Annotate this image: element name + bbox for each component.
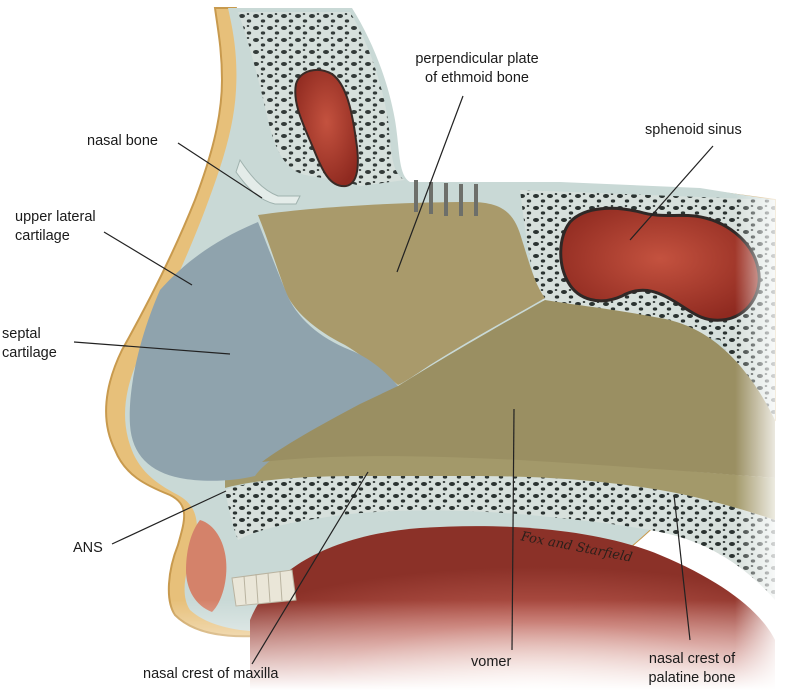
label-septal-cartilage: septal cartilage xyxy=(2,325,57,363)
label-perpendicular-plate-line2: of ethmoid bone xyxy=(425,70,529,86)
label-septal-cartilage-line2: cartilage xyxy=(2,345,57,361)
vomer-region xyxy=(262,300,775,478)
leader-nasal-bone xyxy=(177,142,263,199)
label-upper-lateral-cartilage-line1: upper lateral xyxy=(15,209,96,225)
upper-lip-tissue xyxy=(186,520,227,612)
label-nasal-crest-maxilla: nasal crest of maxilla xyxy=(143,666,279,682)
leader-nasal-crest-maxilla xyxy=(251,471,369,665)
leader-septal-cartilage xyxy=(73,341,231,355)
label-perpendicular-plate-line1: perpendicular plate xyxy=(415,51,539,67)
leader-nasal-crest-palatine xyxy=(673,494,691,641)
label-septal-cartilage-line1: septal xyxy=(2,326,41,342)
label-nasal-crest-palatine-line1: nasal crest of xyxy=(648,651,736,667)
leader-upper-lateral-cartilage xyxy=(103,231,193,286)
sphenoid-sinus-cavity xyxy=(559,206,761,322)
leader-ans xyxy=(111,490,227,545)
label-nasal-crest-palatine-line2: palatine bone xyxy=(648,670,736,686)
leader-perpendicular-plate xyxy=(396,95,464,273)
label-perpendicular-plate: perpendicular plate of ethmoid bone xyxy=(392,50,562,88)
septal-cartilage-region xyxy=(129,222,398,481)
perpendicular-plate-region xyxy=(258,202,545,385)
label-sphenoid-sinus: sphenoid sinus xyxy=(645,122,742,138)
nasal-bone xyxy=(235,158,301,205)
label-nasal-bone: nasal bone xyxy=(87,133,158,149)
frontal-sinus xyxy=(294,68,359,188)
label-ans: ANS xyxy=(73,540,103,556)
leader-vomer xyxy=(511,408,515,651)
leader-lines xyxy=(73,95,714,665)
label-upper-lateral-cartilage-line2: cartilage xyxy=(15,228,70,244)
cribriform-plate xyxy=(414,180,478,216)
tooth-lines xyxy=(243,570,283,605)
nasal-floor xyxy=(225,453,775,520)
label-upper-lateral-cartilage: upper lateral cartilage xyxy=(15,208,96,246)
hard-palate xyxy=(225,472,775,600)
label-nasal-crest-palatine: nasal crest of palatine bone xyxy=(632,650,752,688)
label-vomer: vomer xyxy=(471,654,512,670)
leader-sphenoid-sinus xyxy=(629,145,714,241)
